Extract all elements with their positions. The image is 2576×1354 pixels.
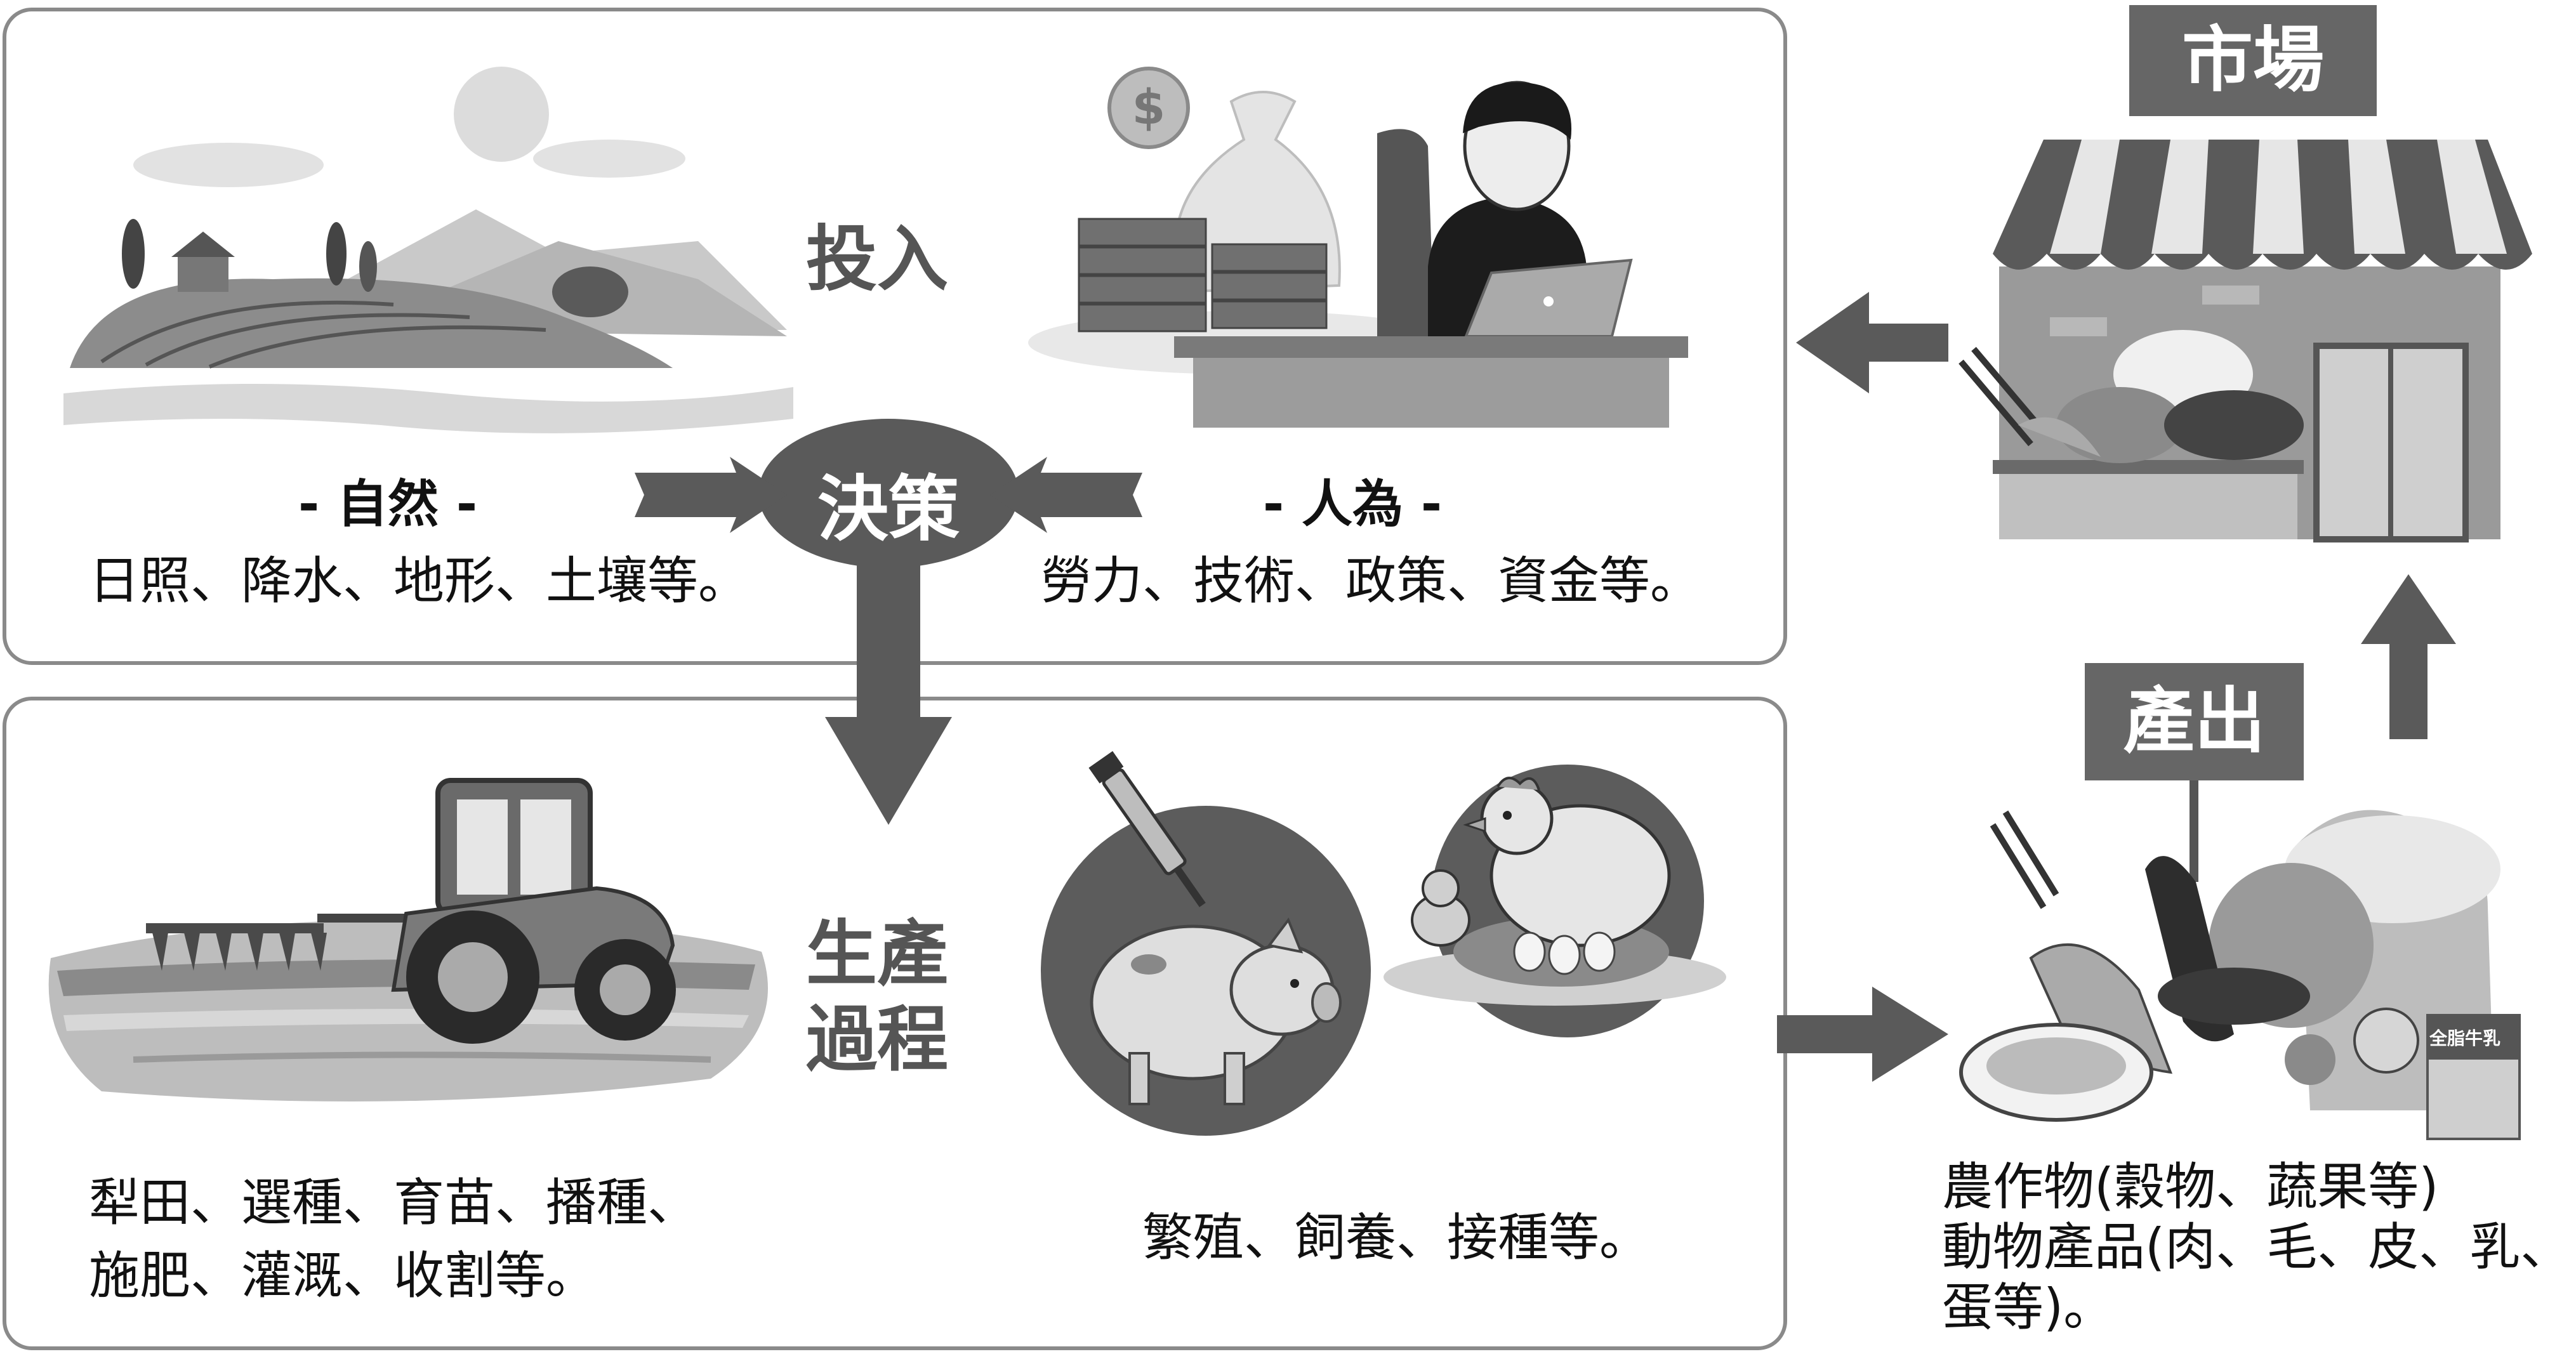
output-sign: 產出 [2085, 663, 2304, 780]
decision-label: 決策 [817, 468, 960, 551]
market-stall-icon [1958, 140, 2532, 542]
arrow-decision-to-process [825, 558, 952, 825]
milk-carton-label: 全脂牛乳 [2429, 1028, 2501, 1049]
arrow-human-to-decision [990, 457, 1142, 533]
arrow-process-to-output [1777, 987, 1948, 1082]
process-title-line1: 生產 [806, 913, 948, 996]
arrow-natural-to-decision [635, 457, 787, 533]
process-title-line2: 過程 [806, 999, 948, 1081]
farmland-landscape-icon [63, 67, 793, 433]
output-text-line2: 動物產品(肉、毛、皮、乳、 [1942, 1218, 2572, 1277]
decision-node [758, 419, 1019, 568]
farming-text-line1: 犁田、選種、育苗、播種、 [89, 1173, 698, 1232]
svg-text:$: $ [1132, 79, 1166, 135]
produce-pile-icon [1959, 810, 2521, 1140]
livestock-text: 繁殖、飼養、接種等。 [1142, 1208, 1650, 1267]
output-text-line1: 農作物(穀物、蔬果等) [1942, 1157, 2439, 1216]
output-text-line3: 蛋等)。 [1942, 1278, 2115, 1337]
hen-chick-icon [1384, 765, 1726, 1037]
output-sign-pole [2190, 774, 2198, 882]
dollar-coin-icon [1107, 67, 1190, 149]
human-title: - 人為 - [1263, 475, 1443, 534]
natural-text: 日照、降水、地形、土壤等。 [89, 551, 749, 610]
arrow-market-to-input [1796, 292, 1948, 393]
farming-text-line2: 施肥、灌溉、收割等。 [89, 1246, 597, 1305]
tractor-plough-icon [48, 778, 769, 1101]
arrow-output-to-market [2361, 574, 2456, 739]
input-title: 投入 [806, 218, 948, 301]
worker-with-money-icon: $ [1028, 67, 1688, 428]
natural-title: - 自然 - [298, 475, 478, 534]
pig-vaccination-icon [1041, 751, 1371, 1136]
market-sign: 市場 [2129, 5, 2377, 116]
human-text: 勞力、技術、政策、資金等。 [1041, 551, 1701, 610]
